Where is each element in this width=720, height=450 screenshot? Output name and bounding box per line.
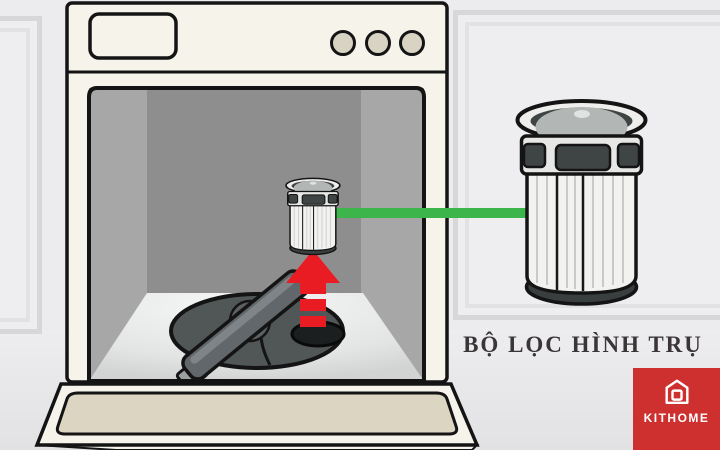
brand-badge: KITHOME xyxy=(633,368,720,450)
dishwasher-interior xyxy=(87,86,426,391)
filter-small xyxy=(285,177,341,256)
interior-frame xyxy=(87,86,426,383)
brand-name: KITHOME xyxy=(643,411,710,425)
control-button xyxy=(330,30,356,56)
open-door xyxy=(34,382,480,450)
control-button xyxy=(365,30,391,56)
wall-panel-right-inner xyxy=(465,22,720,308)
door-inner-panel xyxy=(55,391,459,436)
dishwasher xyxy=(34,1,480,450)
wall-panel-left xyxy=(0,16,42,334)
house-outline-icon xyxy=(664,379,689,404)
control-panel xyxy=(88,12,425,60)
filter-caption: BỘ LỌC HÌNH TRỤ xyxy=(463,332,703,357)
display-window xyxy=(88,12,178,60)
control-button xyxy=(399,30,425,56)
filter-large xyxy=(515,99,648,306)
green-callout-line xyxy=(312,208,536,218)
red-up-arrow xyxy=(286,250,340,327)
wall-panel-left-inner xyxy=(0,28,30,322)
